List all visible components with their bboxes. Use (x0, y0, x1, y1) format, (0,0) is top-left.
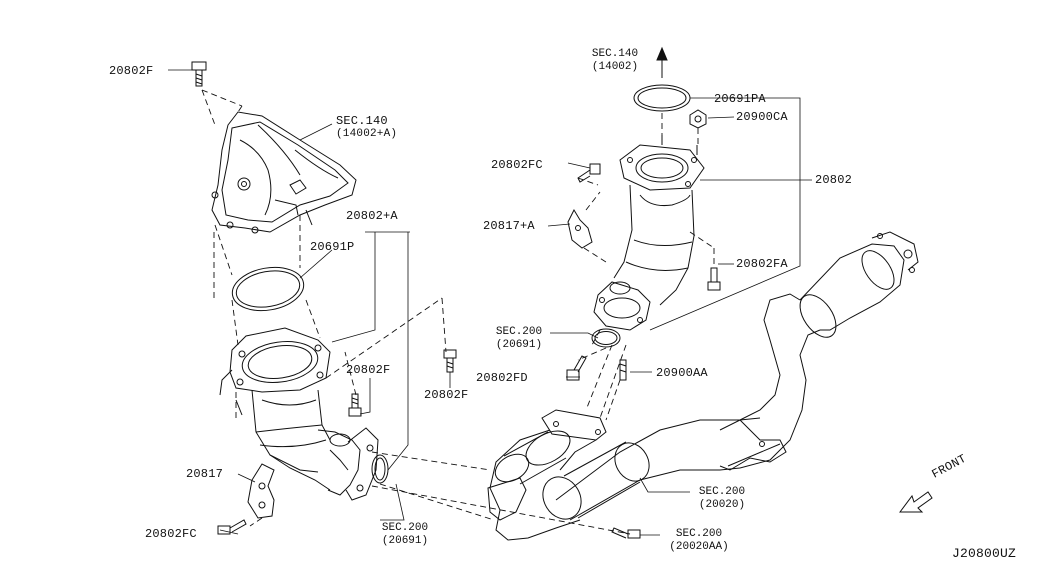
callout-sec140-left: SEC.140 (336, 114, 388, 128)
left-catalyst-manifold (219, 327, 379, 501)
callout-20817a: 20817+A (483, 219, 535, 233)
callout-20802fc-left: 20802FC (145, 527, 197, 541)
callout-20691pa: 20691PA (714, 92, 766, 106)
callout-20900aa: 20900AA (656, 366, 708, 380)
gasket-sec200-right (591, 328, 621, 348)
callout-20802f-right: 20802F (424, 388, 469, 402)
leader-lines (168, 69, 812, 536)
callout-20802f-top: 20802F (109, 64, 154, 78)
callout-20802fa: 20802FA (736, 257, 788, 271)
left-exhaust-manifold-heat-shield (211, 111, 357, 234)
callout-sec200-left-ref: (20691) (381, 535, 429, 547)
left-gasket-20691p (231, 266, 305, 312)
front-direction-arrow-icon (899, 491, 933, 513)
front-exhaust-tube (487, 231, 919, 541)
callout-sec200-20020aa: SEC.200 (675, 528, 723, 540)
right-heat-shield-20817a (567, 208, 593, 249)
right-gasket-20691pa (633, 84, 691, 112)
callout-sec140-right: SEC.140 (591, 48, 639, 60)
left-lower-gasket (371, 454, 389, 484)
callout-20802fc-right: 20802FC (491, 158, 543, 172)
bolt-20802fd (566, 355, 587, 381)
callout-20802fd: 20802FD (476, 371, 528, 385)
diagram-id: J20800UZ (952, 546, 1017, 561)
left-heat-shield-20817 (247, 463, 275, 519)
bolt-20802fc-bottom-left (217, 519, 247, 535)
callout-20802a: 20802+A (346, 209, 398, 223)
callout-sec200-20020-ref: (20020) (698, 499, 746, 511)
callout-sec200-mid: SEC.200 (495, 326, 543, 338)
callout-20691p: 20691P (310, 240, 355, 254)
stud-20900aa (619, 359, 627, 381)
up-arrow-icon (656, 46, 668, 78)
callout-20802f-mid: 20802F (346, 363, 391, 377)
callout-sec200-20020aa-ref: (20020AA) (669, 541, 729, 553)
assembly-dashed-lines (201, 89, 715, 535)
callout-sec200-mid-ref: (20691) (495, 339, 543, 351)
bolt-20802f-top (191, 61, 207, 87)
bolt-20802f-right (443, 349, 457, 373)
callout-sec200-20020: SEC.200 (698, 486, 746, 498)
callout-20900ca: 20900CA (736, 110, 788, 124)
right-catalyst-manifold (593, 135, 705, 331)
bolt-20802fa (707, 267, 721, 291)
callout-sec200-left: SEC.200 (381, 522, 429, 534)
callout-sec140-left-ref: (14002+A) (336, 128, 398, 140)
callout-sec140-right-ref: (14002) (591, 61, 639, 73)
callout-20817: 20817 (186, 467, 224, 481)
bolt-20802f-mid (348, 393, 362, 417)
bolt-sec200-20020aa (611, 527, 641, 539)
bolt-20802fc-right (577, 163, 601, 183)
nut-20900ca (689, 109, 707, 129)
callout-20802: 20802 (815, 173, 853, 187)
